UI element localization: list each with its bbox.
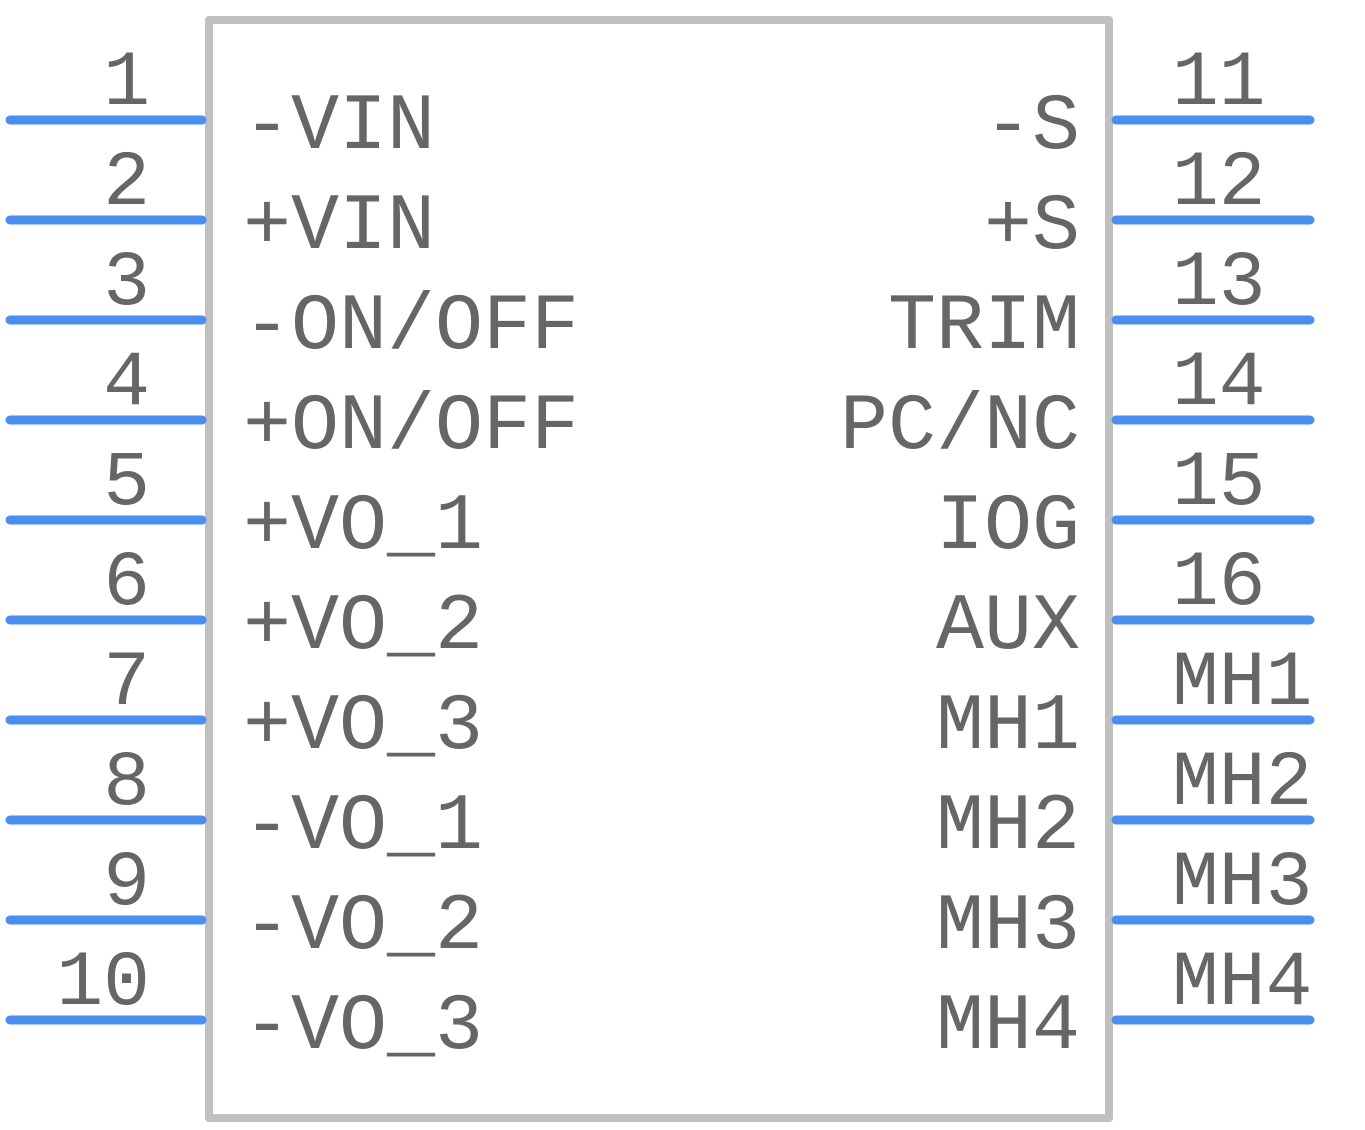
pin-number: 2 bbox=[103, 140, 150, 228]
pin-number: MH3 bbox=[1172, 840, 1312, 928]
right-pin-group: 11-S12+S13TRIM14PC/NC15IOG16AUXMH1MH1MH2… bbox=[840, 40, 1315, 1073]
right-pin: MH1 MH1 bbox=[936, 640, 1315, 773]
pin-name: +VO_3 bbox=[243, 682, 483, 773]
right-pin: 15 IOG bbox=[936, 440, 1315, 573]
pin-name: +VIN bbox=[243, 182, 435, 273]
pin-name: +S bbox=[984, 182, 1080, 273]
pin-number: 3 bbox=[103, 240, 150, 328]
right-pin: MH2 MH2 bbox=[936, 740, 1315, 873]
right-pin: 13 TRIM bbox=[888, 240, 1315, 373]
pin-number: MH2 bbox=[1172, 740, 1312, 828]
pin-number: 11 bbox=[1172, 40, 1266, 128]
pin-name: +VO_1 bbox=[243, 482, 483, 573]
pin-name: -VIN bbox=[243, 82, 435, 173]
pin-name: MH2 bbox=[936, 782, 1080, 873]
pin-number: 10 bbox=[56, 940, 150, 1028]
pin-number: 7 bbox=[103, 640, 150, 728]
pin-number: 6 bbox=[103, 540, 150, 628]
left-pin: 6 +VO_2 bbox=[5, 540, 483, 673]
pin-number: MH1 bbox=[1172, 640, 1312, 728]
pin-name: +VO_2 bbox=[243, 582, 483, 673]
pin-name: -ON/OFF bbox=[243, 282, 579, 373]
pin-name: PC/NC bbox=[840, 382, 1080, 473]
pin-name: -VO_3 bbox=[243, 982, 483, 1073]
pin-name: +ON/OFF bbox=[243, 382, 579, 473]
component-body bbox=[205, 16, 1113, 1122]
right-pin: 12 +S bbox=[984, 140, 1315, 273]
pin-number: 4 bbox=[103, 340, 150, 428]
left-pin-group: 1 -VIN 2 +VIN 3 -ON/OFF 4 +ON/OFF 5 +VO_1 6 +VO_2 7 +… bbox=[5, 40, 579, 1073]
left-pin: 9 -VO_2 bbox=[5, 840, 483, 973]
pin-number: MH4 bbox=[1172, 940, 1312, 1028]
right-pin: 14 PC/NC bbox=[840, 340, 1315, 473]
pin-number: 16 bbox=[1172, 540, 1266, 628]
pin-number: 15 bbox=[1172, 440, 1266, 528]
pin-name: -VO_2 bbox=[243, 882, 483, 973]
left-pin: 4 +ON/OFF bbox=[5, 340, 579, 473]
right-pin: 11 -S bbox=[984, 40, 1315, 173]
right-pin: MH4 MH4 bbox=[936, 940, 1315, 1073]
right-pin: 16 AUX bbox=[936, 540, 1315, 673]
pin-number: 8 bbox=[103, 740, 150, 828]
pin-number: 14 bbox=[1172, 340, 1266, 428]
left-pin: 1 -VIN bbox=[5, 40, 435, 173]
left-pin: 5 +VO_1 bbox=[5, 440, 483, 573]
left-pin: 8 -VO_1 bbox=[5, 740, 483, 873]
pin-number: 5 bbox=[103, 440, 150, 528]
pin-name: MH1 bbox=[936, 682, 1080, 773]
pin-number: 1 bbox=[103, 40, 150, 128]
right-pin: MH3 MH3 bbox=[936, 840, 1315, 973]
pin-name: MH3 bbox=[936, 882, 1080, 973]
pin-name: AUX bbox=[936, 582, 1080, 673]
pin-name: TRIM bbox=[888, 282, 1080, 373]
pin-number: 9 bbox=[103, 840, 150, 928]
pin-name: IOG bbox=[936, 482, 1080, 573]
left-pin: 10 -VO_3 bbox=[5, 940, 483, 1073]
pin-number: 12 bbox=[1172, 140, 1266, 228]
left-pin: 3 -ON/OFF bbox=[5, 240, 579, 373]
pin-name: -VO_1 bbox=[243, 782, 483, 873]
pin-name: -S bbox=[984, 82, 1080, 173]
pin-name: MH4 bbox=[936, 982, 1080, 1073]
left-pin: 7 +VO_3 bbox=[5, 640, 483, 773]
pin-number: 13 bbox=[1172, 240, 1266, 328]
left-pin: 2 +VIN bbox=[5, 140, 435, 273]
